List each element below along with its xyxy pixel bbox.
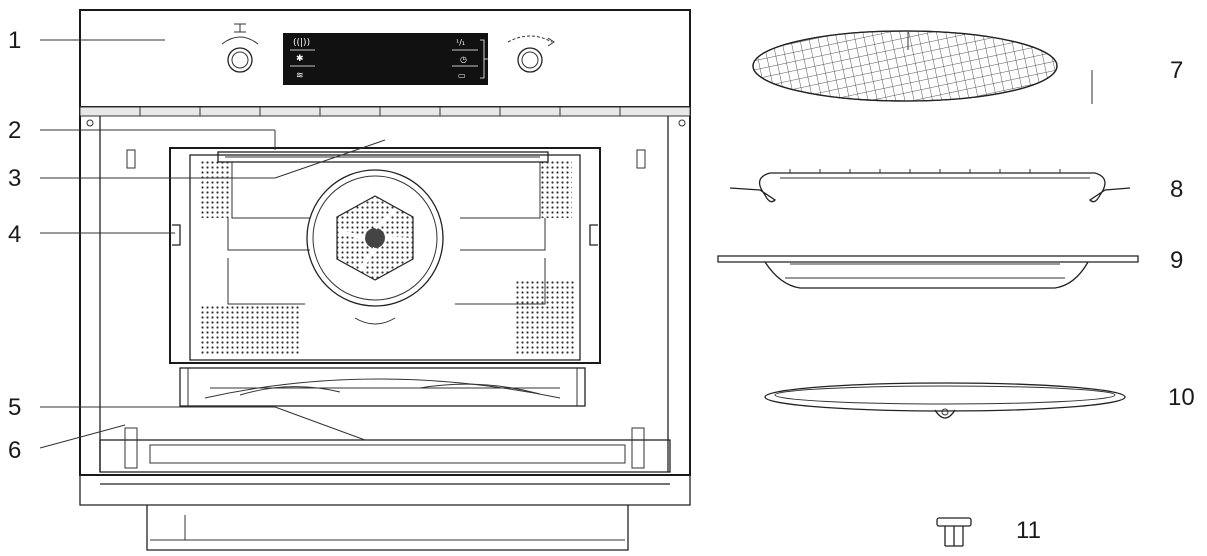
- mesh-panel: [200, 160, 232, 218]
- door-handle-panel: [146, 505, 629, 551]
- door-latch: [636, 149, 646, 169]
- oven-floor: [179, 367, 586, 407]
- display-symbol: ((|)): [293, 38, 310, 48]
- screw-icon: [86, 119, 94, 127]
- label-8: 8: [1170, 176, 1183, 203]
- display-symbol: ▭: [458, 71, 466, 80]
- door-hinge: [124, 427, 138, 469]
- label-5: 5: [8, 394, 21, 421]
- oven-door: [79, 427, 691, 551]
- side-rack: [589, 224, 598, 246]
- mesh-panel: [540, 160, 572, 218]
- callout-lines: [39, 39, 386, 449]
- baking-tray: [717, 255, 1139, 289]
- arrow-right-icon: [547, 37, 555, 47]
- label-7: 7: [1170, 57, 1183, 84]
- label-4: 4: [8, 221, 21, 248]
- turntable-coupler: [936, 517, 972, 547]
- convection-fan-cover: [306, 169, 444, 307]
- label-11: 11: [1016, 517, 1041, 544]
- vent-strip: [79, 106, 691, 117]
- mesh-panel: [200, 305, 300, 355]
- right-knob[interactable]: [507, 35, 555, 73]
- label-1: 1: [8, 27, 21, 54]
- door-latch: [126, 149, 136, 169]
- left-knob[interactable]: [221, 23, 259, 73]
- oven-unit: ((|)) ✱ ≋ ¹/₁ ◷ ▭: [79, 9, 691, 551]
- display-symbol: ◷: [460, 55, 467, 64]
- label-3: 3: [8, 165, 21, 192]
- display-symbol: ¹/₁: [456, 38, 465, 47]
- hourglass-icon: [234, 23, 246, 33]
- display-panel: ((|)) ✱ ≋ ¹/₁ ◷ ▭: [283, 33, 488, 85]
- round-wire-rack: [752, 30, 1093, 104]
- label-10: 10: [1168, 384, 1195, 411]
- door-hinge: [631, 427, 645, 469]
- label-2: 2: [8, 117, 21, 144]
- oven-cavity: [169, 147, 601, 407]
- high-rack: [729, 169, 1131, 203]
- label-6: 6: [8, 437, 21, 464]
- label-9: 9: [1170, 247, 1183, 274]
- display-symbol: ≋: [296, 71, 304, 81]
- display-symbol: ✱: [296, 54, 304, 64]
- grill-element: [217, 151, 549, 163]
- door-frame: [79, 475, 691, 506]
- part-labels: 1 2 3 4 5 6 7 8 9 10 11: [8, 27, 1195, 544]
- control-panel: ((|)) ✱ ≋ ¹/₁ ◷ ▭: [79, 9, 691, 108]
- screw-icon: [678, 119, 686, 127]
- turntable-plate: [764, 382, 1126, 419]
- side-rack: [172, 224, 181, 246]
